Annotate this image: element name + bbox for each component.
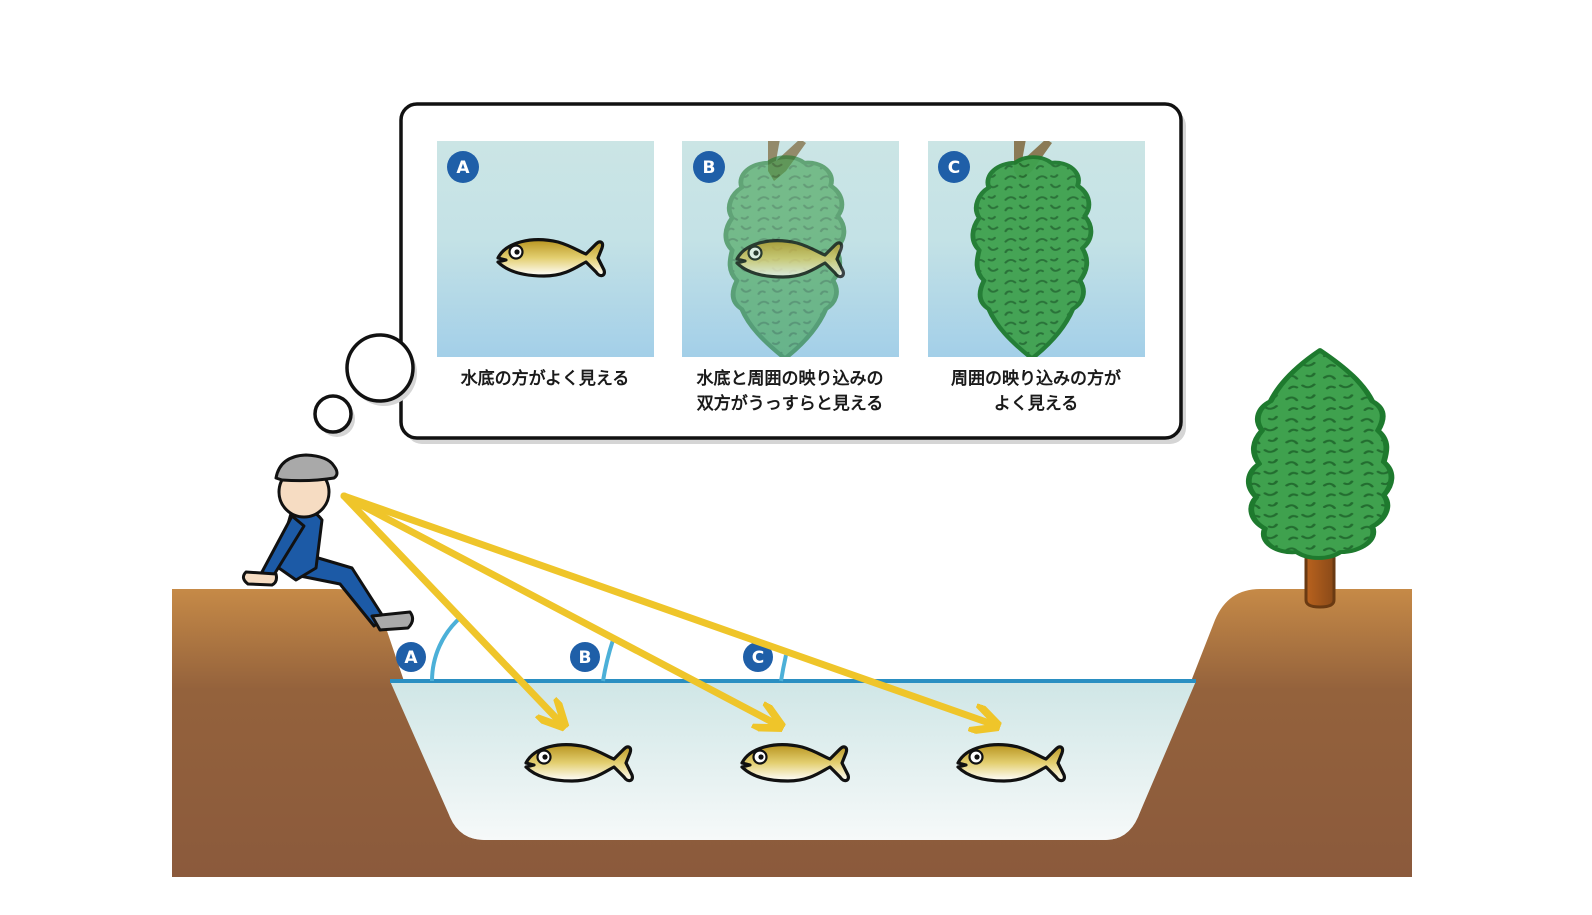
panel-b-badge-letter: B <box>703 158 716 178</box>
panel-b-caption-line2: 双方がうっすらと見える <box>697 393 884 414</box>
angle-badge-a <box>396 642 426 672</box>
sight-arrows <box>340 492 992 724</box>
person-icon <box>241 453 415 632</box>
thought-bubble-circle-small <box>313 394 353 434</box>
tree-icon <box>1249 350 1392 609</box>
angle-badge-c-letter: C <box>752 648 764 668</box>
panel-a-caption: 水底の方がよく見える <box>461 368 630 389</box>
thought-bubble-circle-large <box>345 333 415 403</box>
angle-arc-b <box>601 639 615 682</box>
panel-b-badge <box>693 151 725 183</box>
angle-badge-b-letter: B <box>579 648 592 668</box>
angle-arc-a <box>429 615 463 682</box>
panel-a: A 水底の方がよく見える <box>437 141 654 389</box>
panel-a-badge-letter: A <box>456 158 470 178</box>
panel-a-badge <box>447 151 479 183</box>
panel-b: B 水底と周囲の映り込みの 双方がうっすらと見える <box>682 141 899 414</box>
angle-arcs: A B C <box>396 615 788 682</box>
angle-badge-c <box>743 642 773 672</box>
sight-arrow-a <box>340 492 560 722</box>
panel-c-badge-letter: C <box>948 158 960 178</box>
ground <box>172 589 1412 877</box>
panel-b-caption-line1: 水底と周囲の映り込みの <box>697 368 884 389</box>
panel-c-badge <box>938 151 970 183</box>
panel-c-caption-line1: 周囲の映り込みの方が <box>951 368 1121 389</box>
angle-badge-a-letter: A <box>404 648 418 668</box>
panel-c: C 周囲の映り込みの方が よく見える <box>928 141 1145 414</box>
angle-arc-c <box>779 654 788 682</box>
sight-arrow-c <box>340 492 992 724</box>
angle-badge-b <box>570 642 600 672</box>
panel-c-caption-line2: よく見える <box>994 394 1079 414</box>
sight-arrow-b <box>340 492 776 724</box>
